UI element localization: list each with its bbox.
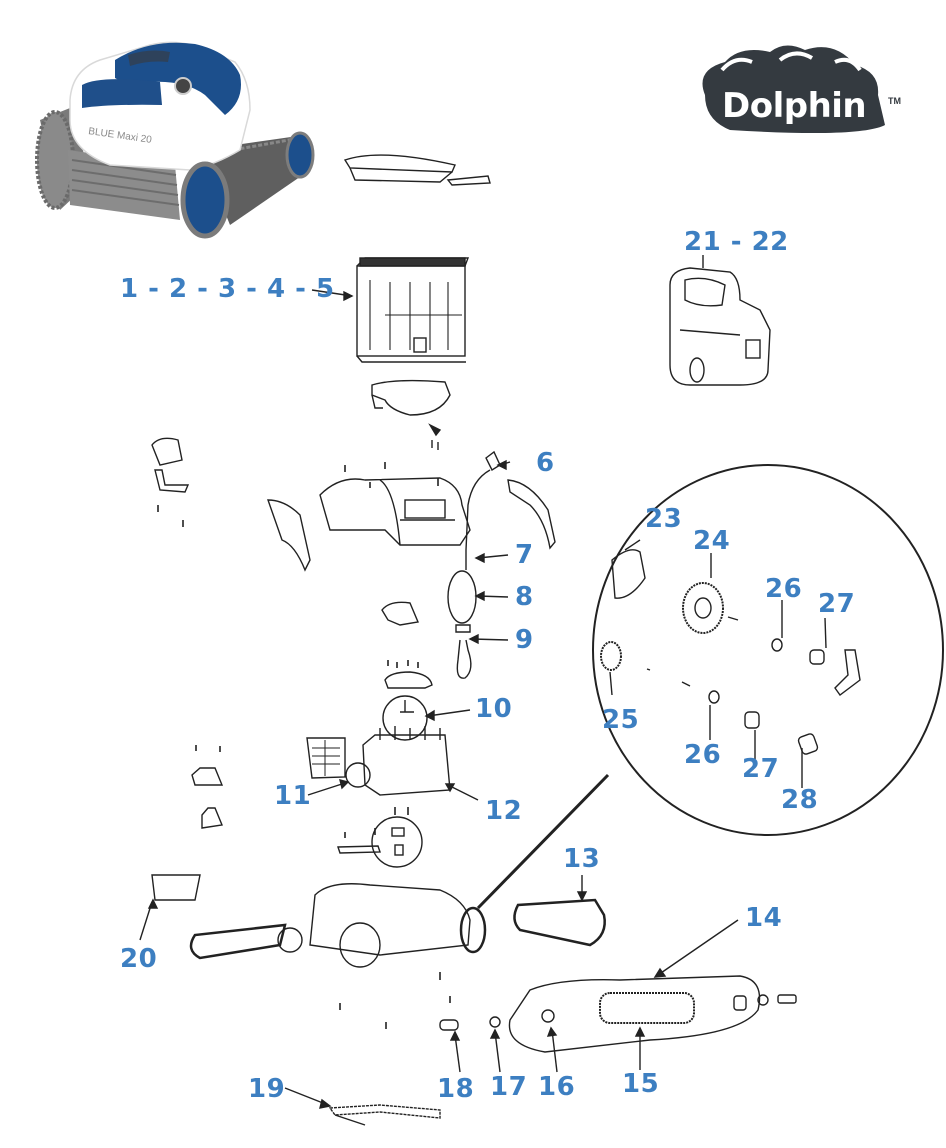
detail-parts	[600, 549, 861, 755]
callout-7: 7	[515, 540, 534, 570]
motor-unit-part	[345, 726, 451, 796]
callout-18: 18	[437, 1074, 475, 1104]
callout-10: 10	[475, 694, 513, 724]
handle-parts	[151, 437, 190, 527]
handle-button	[174, 77, 192, 95]
right-side-panel	[507, 479, 556, 550]
callout-16: 16	[538, 1072, 576, 1102]
callout-12: 12	[485, 796, 523, 826]
callout-27-lower: 27	[742, 754, 780, 784]
product-photo: BLUE Maxi 20	[35, 41, 315, 239]
chassis-screws	[339, 972, 451, 1029]
left-side-panel	[267, 499, 311, 572]
axle-bushing-part	[439, 1019, 459, 1031]
impeller-part	[382, 660, 433, 741]
callout-9: 9	[515, 625, 534, 655]
chassis-part	[189, 883, 487, 968]
logo-trademark: TM	[888, 96, 901, 106]
motor-cover-part	[381, 601, 419, 626]
callout-13: 13	[563, 844, 601, 874]
motor-filter-part	[306, 737, 346, 779]
rear-wheel-cap	[285, 131, 315, 179]
callout-8: 8	[515, 582, 534, 612]
track-part	[513, 898, 606, 947]
callout-6: 6	[536, 448, 555, 478]
callout-27-upper: 27	[818, 589, 856, 619]
logo-wordmark: Dolphin	[722, 86, 867, 126]
callout-26-lower: 26	[684, 740, 722, 770]
callout-14: 14	[745, 903, 783, 933]
callout-28: 28	[781, 785, 819, 815]
callout-25: 25	[602, 705, 640, 735]
bottom-flap-part	[328, 1104, 441, 1126]
detail-callout-lines	[609, 539, 827, 788]
callout-24: 24	[693, 526, 731, 556]
callout-20: 20	[120, 944, 158, 974]
top-lid-part	[343, 154, 491, 186]
detail-magnifier-circle	[592, 464, 944, 836]
side-brackets	[191, 745, 224, 829]
callout-23: 23	[645, 504, 683, 534]
front-intake-part	[151, 874, 201, 901]
callout-21-22: 21 - 22	[684, 227, 789, 257]
detail-connector-line	[476, 773, 610, 910]
power-supply-part	[669, 255, 771, 386]
filter-tray-part	[371, 379, 451, 450]
front-band	[82, 79, 162, 108]
callout-17: 17	[490, 1072, 528, 1102]
cable-part	[447, 450, 501, 679]
callout-1-5: 1 - 2 - 3 - 4 - 5	[120, 274, 335, 304]
filter-basket-part	[356, 257, 470, 363]
callout-15: 15	[622, 1069, 660, 1099]
lower-cover-part	[337, 807, 423, 868]
callout-11: 11	[274, 781, 312, 811]
callout-26-upper: 26	[765, 574, 803, 604]
callout-19: 19	[248, 1074, 286, 1104]
front-wheel-cap	[180, 161, 230, 239]
brush-assembly-part	[508, 975, 797, 1053]
body-shell-part	[319, 477, 471, 546]
body-screws	[344, 462, 439, 488]
nut-part	[489, 1016, 501, 1028]
